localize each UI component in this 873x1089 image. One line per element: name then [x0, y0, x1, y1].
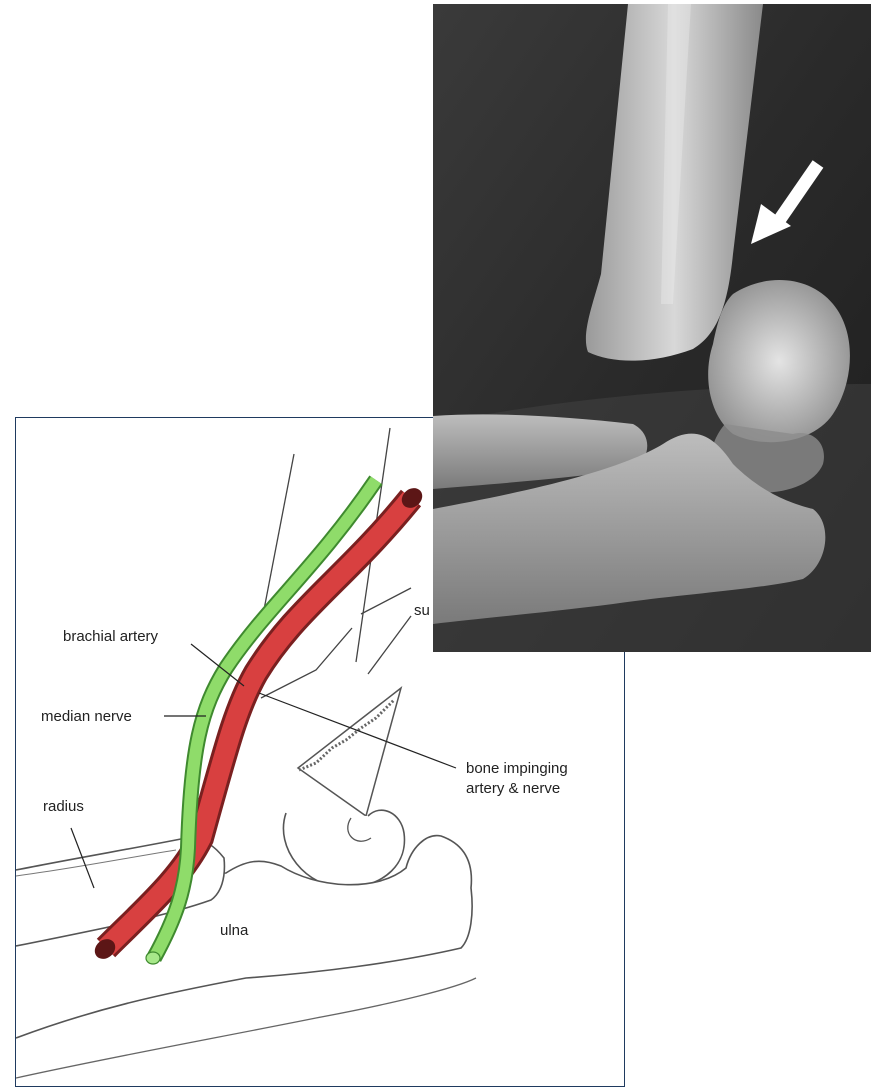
label-median-nerve: median nerve	[41, 708, 132, 726]
supracondylar-pointer	[368, 616, 411, 674]
displaced-fragment	[708, 280, 850, 442]
supracondylar-line	[361, 588, 411, 614]
xray-image	[433, 4, 871, 652]
label-supracondylar-partial: su	[414, 602, 430, 620]
label-bone-impinging-2: artery & nerve	[466, 780, 560, 798]
label-radius: radius	[43, 798, 84, 816]
label-ulna: ulna	[220, 922, 248, 940]
elbow-xray	[433, 4, 871, 652]
label-brachial-artery: brachial artery	[63, 628, 158, 646]
label-bone-impinging-1: bone impinging	[466, 760, 568, 778]
nerve-cut-end	[146, 952, 160, 964]
